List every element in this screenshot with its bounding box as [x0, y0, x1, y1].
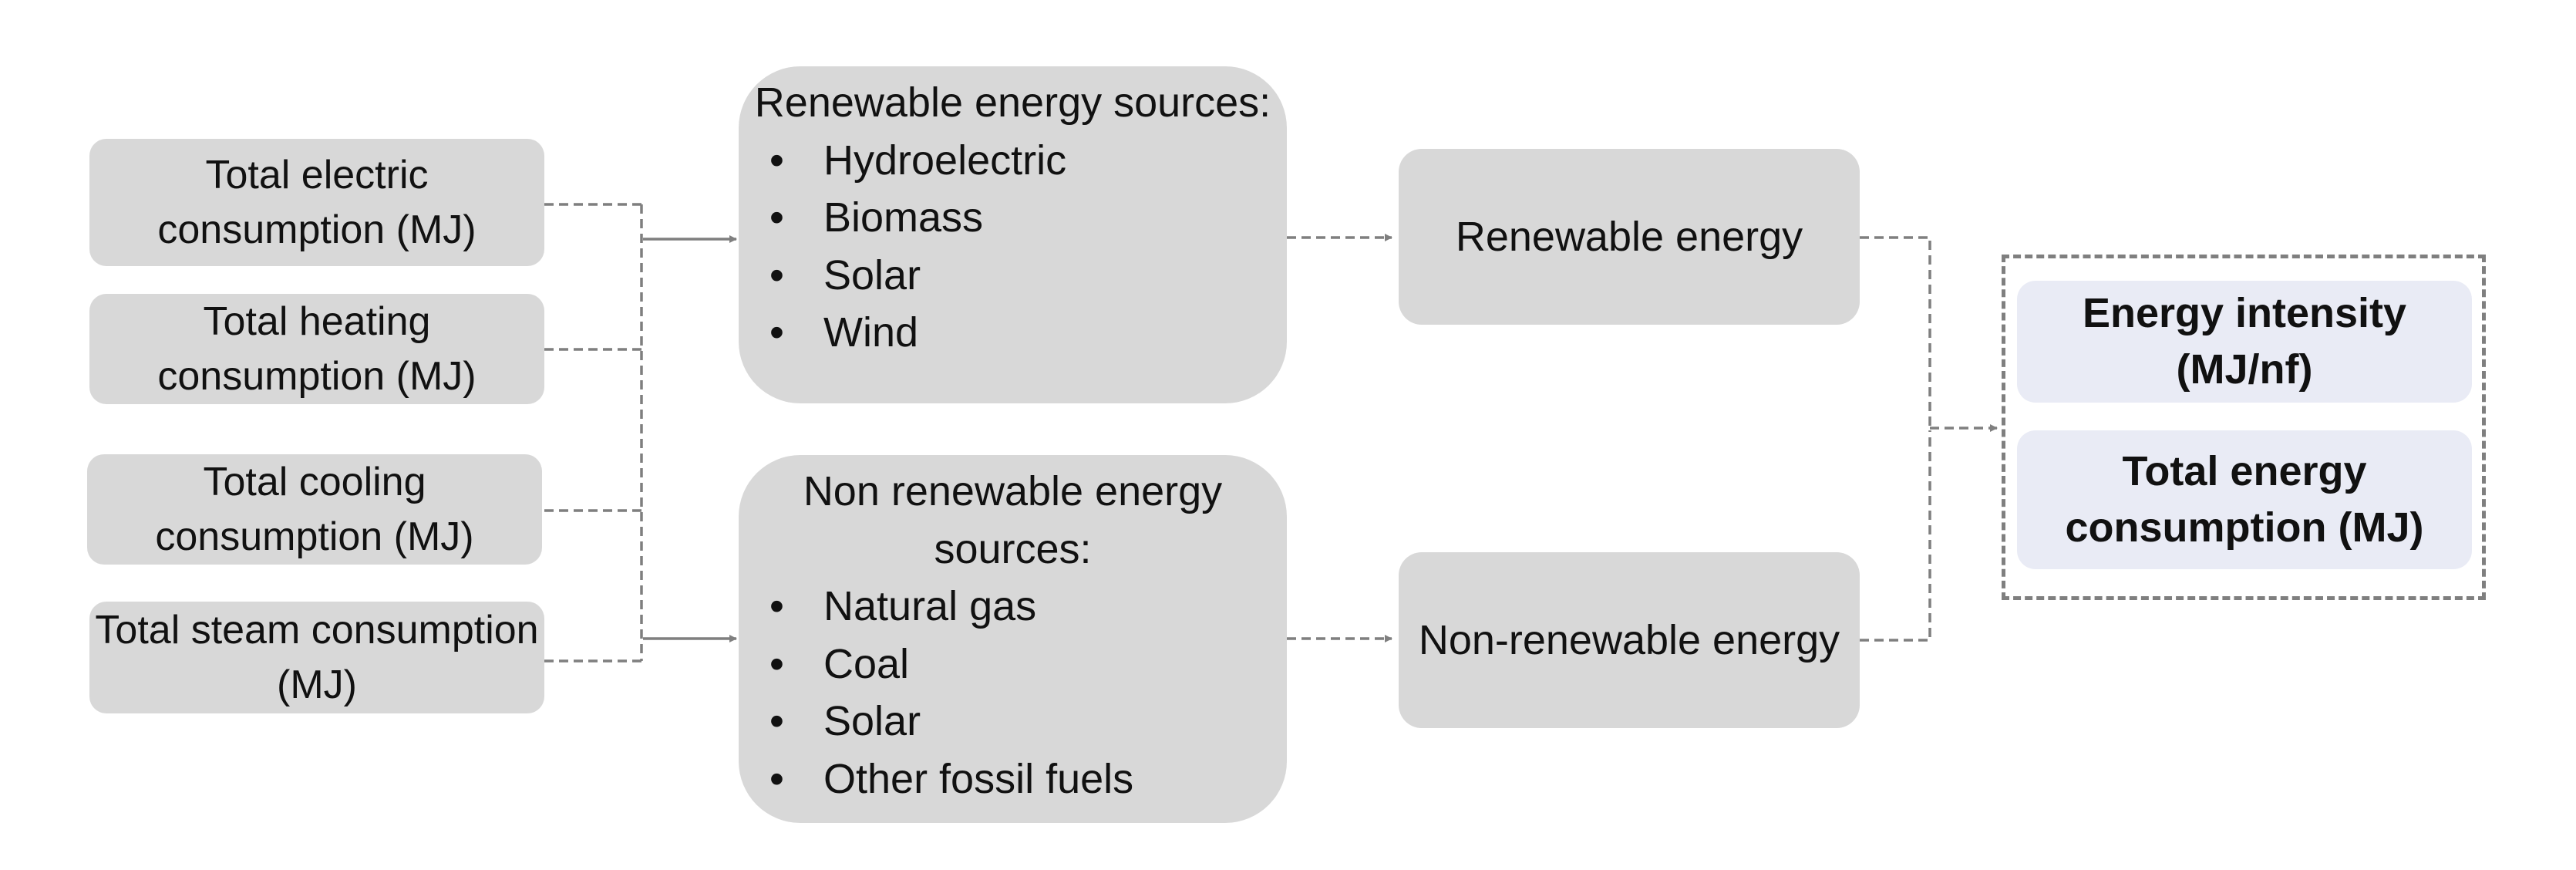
input-label-heating: Total heating consumption (MJ) [157, 299, 476, 399]
outcome-total-energy: Total energy consumption (MJ) [2017, 430, 2472, 569]
link-nonrenewable-to-outcomes [1860, 430, 1931, 642]
nonrenewable-source-item: Natural gas [769, 578, 1133, 636]
outcome-energy-intensity-label: Energy intensity (MJ/nf) [2082, 290, 2407, 393]
nonrenewable-energy-label: Non-renewable energy [1418, 616, 1840, 663]
outcomes-frame [2002, 255, 2486, 600]
nonrenewable-sources-box: Non renewable energy sources: Natural ga… [739, 455, 1287, 823]
input-label-cooling: Total cooling consumption (MJ) [155, 460, 474, 559]
input-box-heating: Total heating consumption (MJ) [89, 294, 544, 404]
input-label-electric: Total electric consumption (MJ) [157, 153, 476, 252]
renewable-source-item: Biomass [769, 189, 1066, 247]
renewable-sources-title: Renewable energy sources: [754, 79, 1271, 126]
nonrenewable-source-item: Other fossil fuels [769, 750, 1133, 808]
nonrenewable-energy-box: Non-renewable energy [1399, 552, 1860, 728]
outcome-energy-intensity: Energy intensity (MJ/nf) [2017, 281, 2472, 403]
outcome-total-energy-label: Total energy consumption (MJ) [2065, 448, 2424, 551]
renewable-source-item: Wind [769, 304, 1066, 362]
input-box-electric: Total electric consumption (MJ) [89, 139, 544, 266]
renewable-source-item: Hydroelectric [769, 132, 1066, 190]
input-box-steam: Total steam consumption (MJ) [89, 602, 544, 713]
renewable-sources-list: Hydroelectric Biomass Solar Wind [769, 132, 1066, 362]
renewable-energy-label: Renewable energy [1455, 213, 1803, 260]
nonrenewable-sources-list: Natural gas Coal Solar Other fossil fuel… [769, 578, 1133, 808]
renewable-energy-box: Renewable energy [1399, 149, 1860, 325]
nonrenewable-sources-title: Non renewable energy sources: [803, 468, 1223, 572]
input-box-cooling: Total cooling consumption (MJ) [87, 454, 542, 565]
nonrenewable-source-item: Solar [769, 693, 1133, 750]
nonrenewable-source-item: Coal [769, 636, 1133, 693]
renewable-sources-box: Renewable energy sources: Hydroelectric … [739, 66, 1287, 403]
renewable-source-item: Solar [769, 247, 1066, 305]
input-label-steam: Total steam consumption (MJ) [95, 608, 539, 707]
link-renewable-to-outcomes [1860, 236, 1931, 430]
